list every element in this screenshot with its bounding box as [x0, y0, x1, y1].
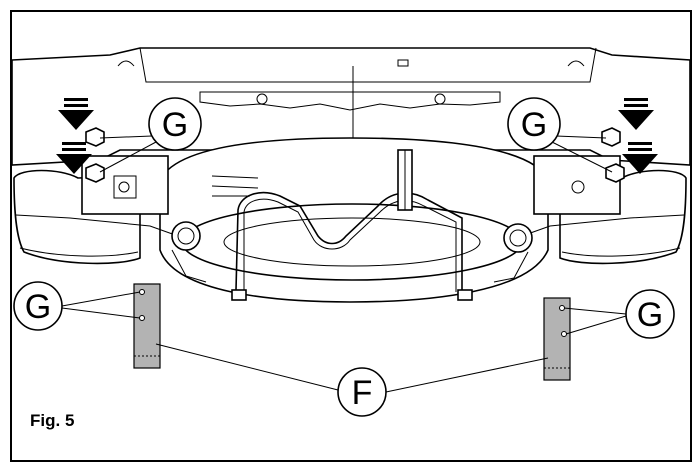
svg-text:G: G — [521, 106, 547, 144]
callout-g-top-left: G — [148, 97, 202, 151]
down-arrow-icon-right-lower — [622, 142, 658, 174]
callout-g-bottom-left: G — [13, 281, 63, 331]
bolts-left — [85, 127, 105, 183]
svg-text:G: G — [162, 106, 188, 144]
left-wheel-bracket — [13, 155, 207, 283]
leader-lines-top-left — [99, 135, 157, 173]
svg-text:G: G — [25, 288, 51, 326]
leader-lines-top-right — [551, 135, 613, 173]
svg-text:G: G — [637, 296, 663, 334]
down-arrow-icon-left-upper — [58, 98, 94, 130]
plate-left — [133, 283, 161, 369]
callout-f: F — [337, 367, 387, 417]
plate-right — [543, 297, 571, 381]
svg-text:F: F — [352, 374, 373, 412]
down-arrow-icon-left-lower — [56, 142, 92, 174]
figure-label: Fig. 5 — [30, 411, 74, 430]
leader-lines-bottom — [61, 291, 627, 393]
bolts-right — [601, 127, 625, 183]
right-wheel-bracket — [493, 155, 687, 283]
callout-g-top-right: G — [507, 97, 561, 151]
down-arrow-icon-right-upper — [618, 98, 654, 130]
figure-frame — [10, 10, 692, 462]
mower-deck — [159, 137, 549, 303]
callout-g-bottom-right: G — [625, 289, 675, 339]
